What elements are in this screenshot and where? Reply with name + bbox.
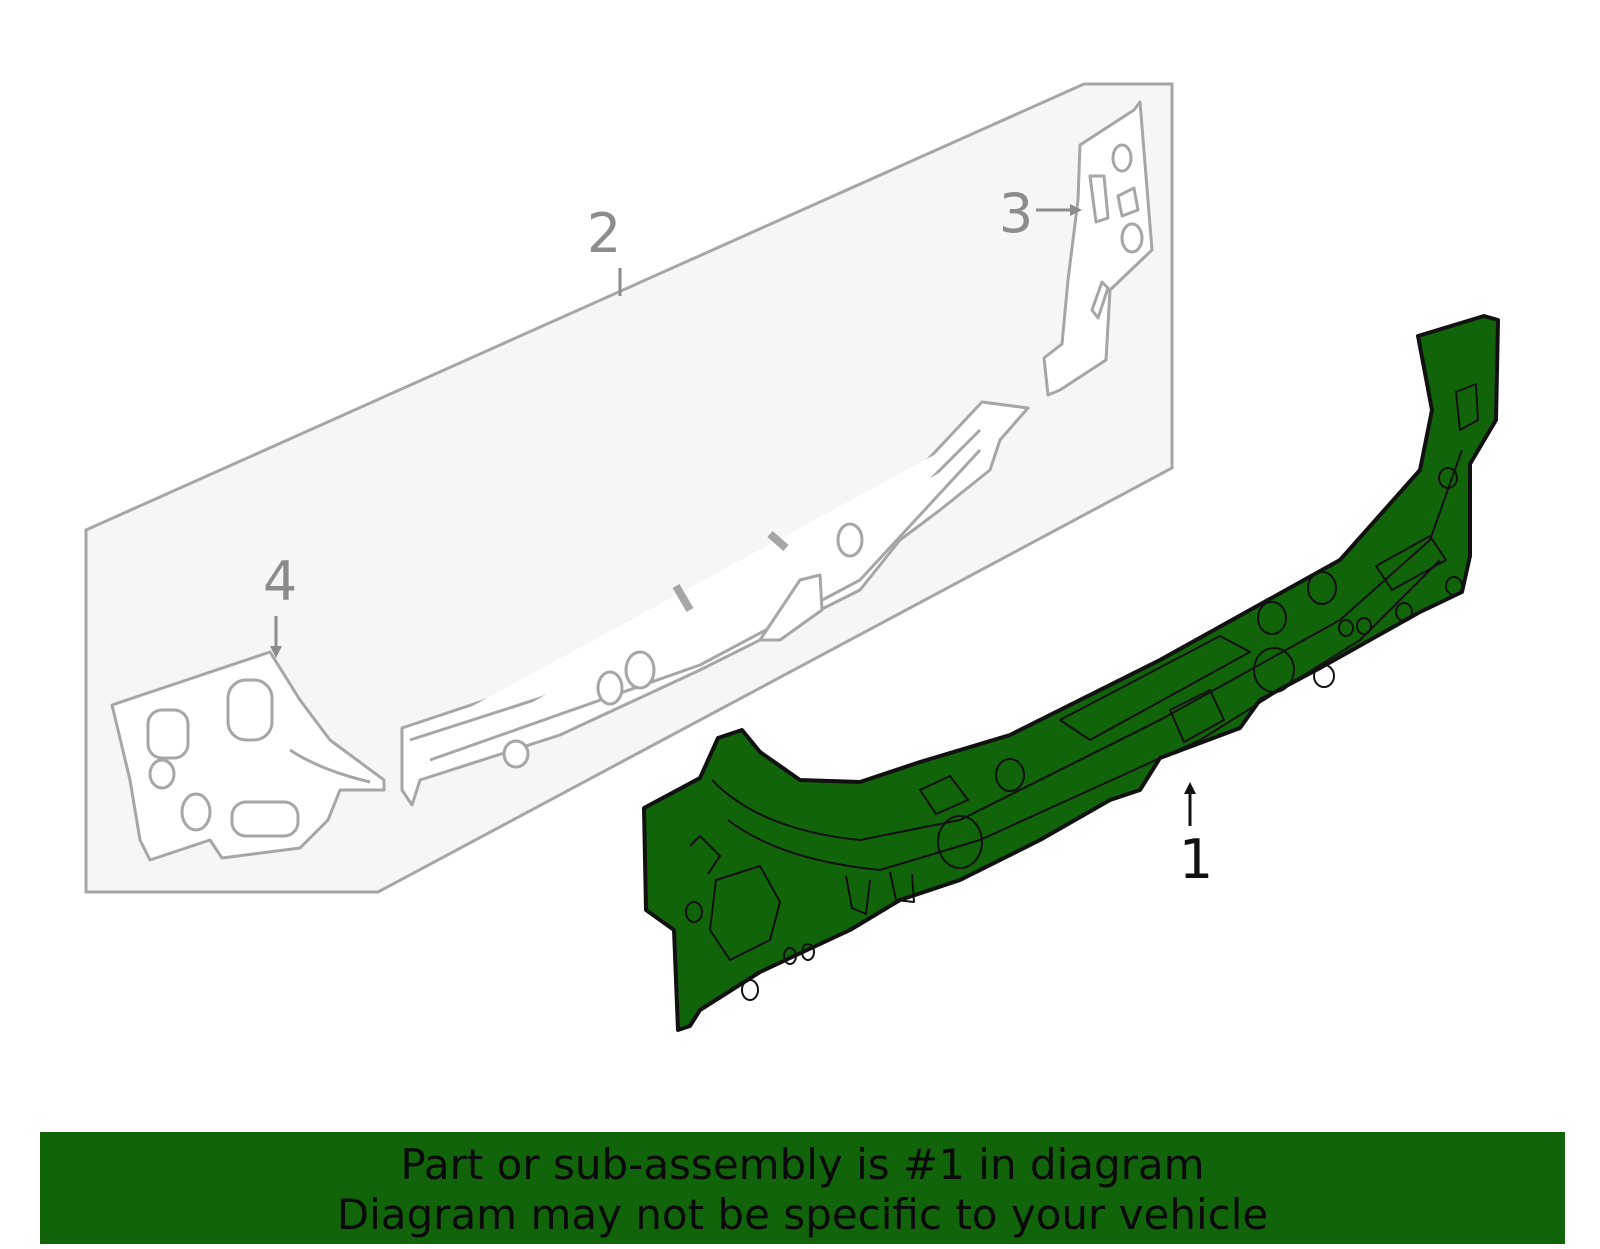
- callout-1: 1: [1179, 828, 1213, 891]
- leader-arrow-3: [1070, 204, 1082, 216]
- subassembly-box: [84, 82, 1174, 894]
- rear-body-panel-icon: [642, 314, 1500, 1032]
- side-reinforcement-icon: [110, 650, 386, 862]
- info-banner: Part or sub-assembly is #1 in diagram Di…: [40, 1132, 1565, 1244]
- inner-panel-assembly-icon: [400, 400, 1030, 807]
- callout-2: 2: [587, 202, 621, 265]
- callout-3: 3: [999, 182, 1033, 245]
- corner-bracket-icon: [1042, 100, 1154, 397]
- callout-4: 4: [263, 550, 297, 613]
- callout-leaders: [270, 204, 1196, 826]
- leader-arrow-1: [1184, 782, 1196, 794]
- banner-line-1: Part or sub-assembly is #1 in diagram: [400, 1140, 1205, 1189]
- leader-arrow-4: [270, 646, 282, 658]
- banner-line-2: Diagram may not be specific to your vehi…: [336, 1190, 1269, 1239]
